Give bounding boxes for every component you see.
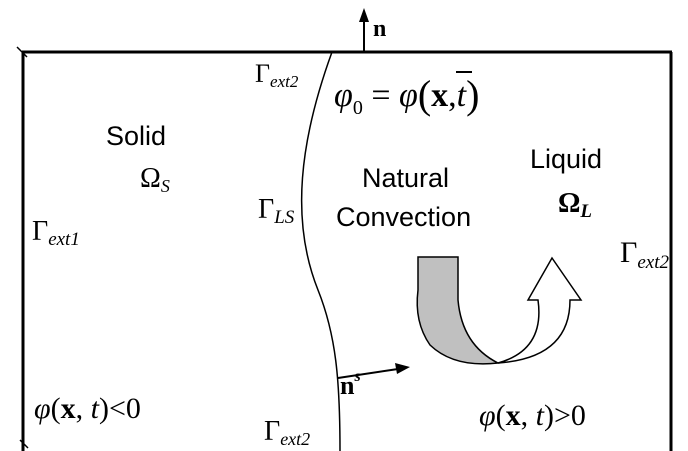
gamma-ext1-label: Γext1 (32, 216, 80, 250)
outward-normal-label: n (373, 16, 386, 42)
convection-label: Convection (336, 202, 471, 232)
solid-label: Solid (106, 121, 166, 151)
gamma-ext2-top: Γext2 (255, 59, 299, 91)
convection-arrow-tail (497, 256, 583, 364)
gamma-ext2-right: Γext2 (620, 236, 669, 273)
interface-normal-arrow (337, 363, 410, 379)
phi0-equation: φ0 = φ(x,t) (334, 72, 479, 119)
liquid-label: Liquid (530, 144, 602, 174)
outward-normal-arrow (359, 8, 369, 52)
omega-s-label: ΩS (140, 163, 170, 196)
natural-label: Natural (362, 163, 449, 193)
convection-arrow-body (416, 256, 501, 365)
convection-arrow (416, 256, 583, 365)
phi-solid-condition: φ(x, t)<0 (34, 392, 141, 425)
domain-boundary (16, 46, 673, 451)
interface-normal-label: ns (340, 368, 361, 400)
phi-liquid-condition: φ(x, t)>0 (479, 399, 586, 432)
gamma-ext2-bottom: Γext2 (264, 416, 310, 449)
gamma-ls-label: ΓLS (258, 194, 295, 228)
omega-l-label: ΩL (558, 188, 592, 222)
interface-curve (300, 51, 341, 451)
